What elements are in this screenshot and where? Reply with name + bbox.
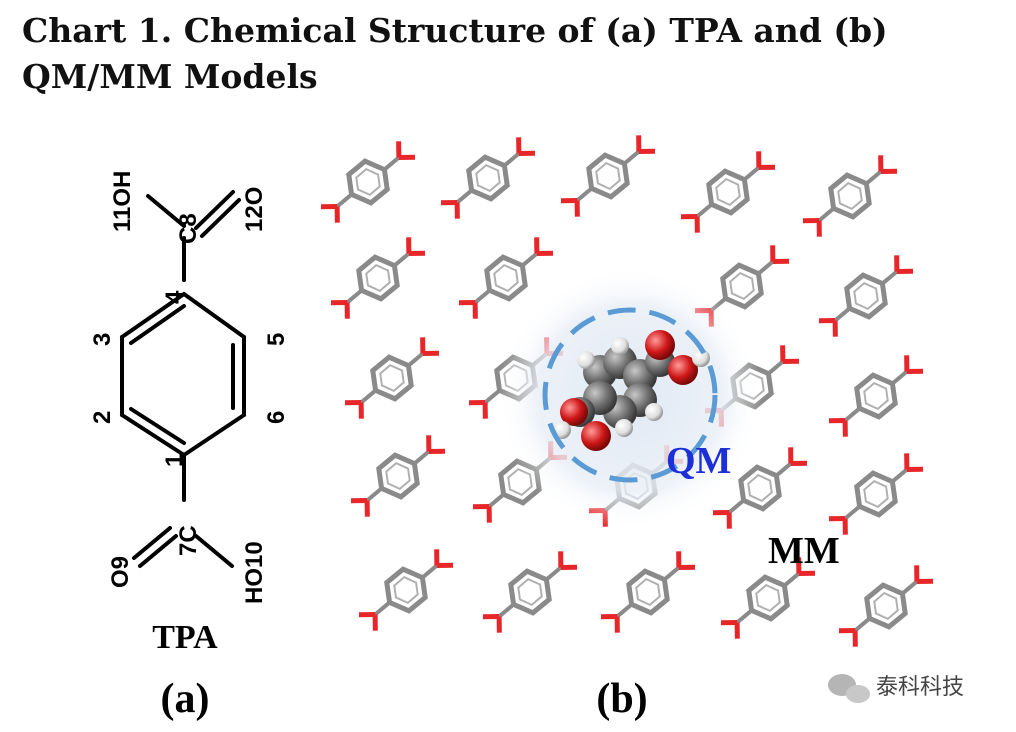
- atom-label-oh11: 11OH: [109, 171, 136, 232]
- figure-caption: Chart 1. Chemical Structure of (a) TPA a…: [22, 11, 888, 96]
- wechat-logo-icon: [828, 674, 870, 703]
- atom-label-2: 2: [89, 411, 116, 424]
- atom-label-1: 1: [161, 454, 188, 467]
- qm-dashed-boundary: [542, 307, 718, 483]
- atom-label-o9: O9: [107, 556, 134, 588]
- atom-label-o12: 12O: [241, 187, 268, 232]
- atom-label-c7: 7C: [175, 525, 202, 556]
- atom-label-5: 5: [263, 333, 290, 346]
- panel-label-b: (b): [596, 676, 647, 722]
- atom-label-3: 3: [89, 333, 116, 346]
- qm-molecule-spacefill: [553, 330, 710, 451]
- watermark-text: 泰科科技: [876, 675, 964, 700]
- atom-label-ho10: HO10: [241, 541, 268, 604]
- qm-label: QM: [666, 440, 731, 482]
- panel-label-a: (a): [161, 676, 210, 722]
- wechat-watermark: 泰科科技: [828, 674, 964, 703]
- atom-label-4: 4: [161, 290, 188, 304]
- tpa-structure-drawing: [120, 190, 246, 568]
- mm-label: MM: [768, 530, 840, 572]
- atom-label-6: 6: [263, 411, 290, 424]
- molecule-name-tpa: TPA: [152, 619, 218, 656]
- atom-label-c8: C8: [175, 213, 202, 244]
